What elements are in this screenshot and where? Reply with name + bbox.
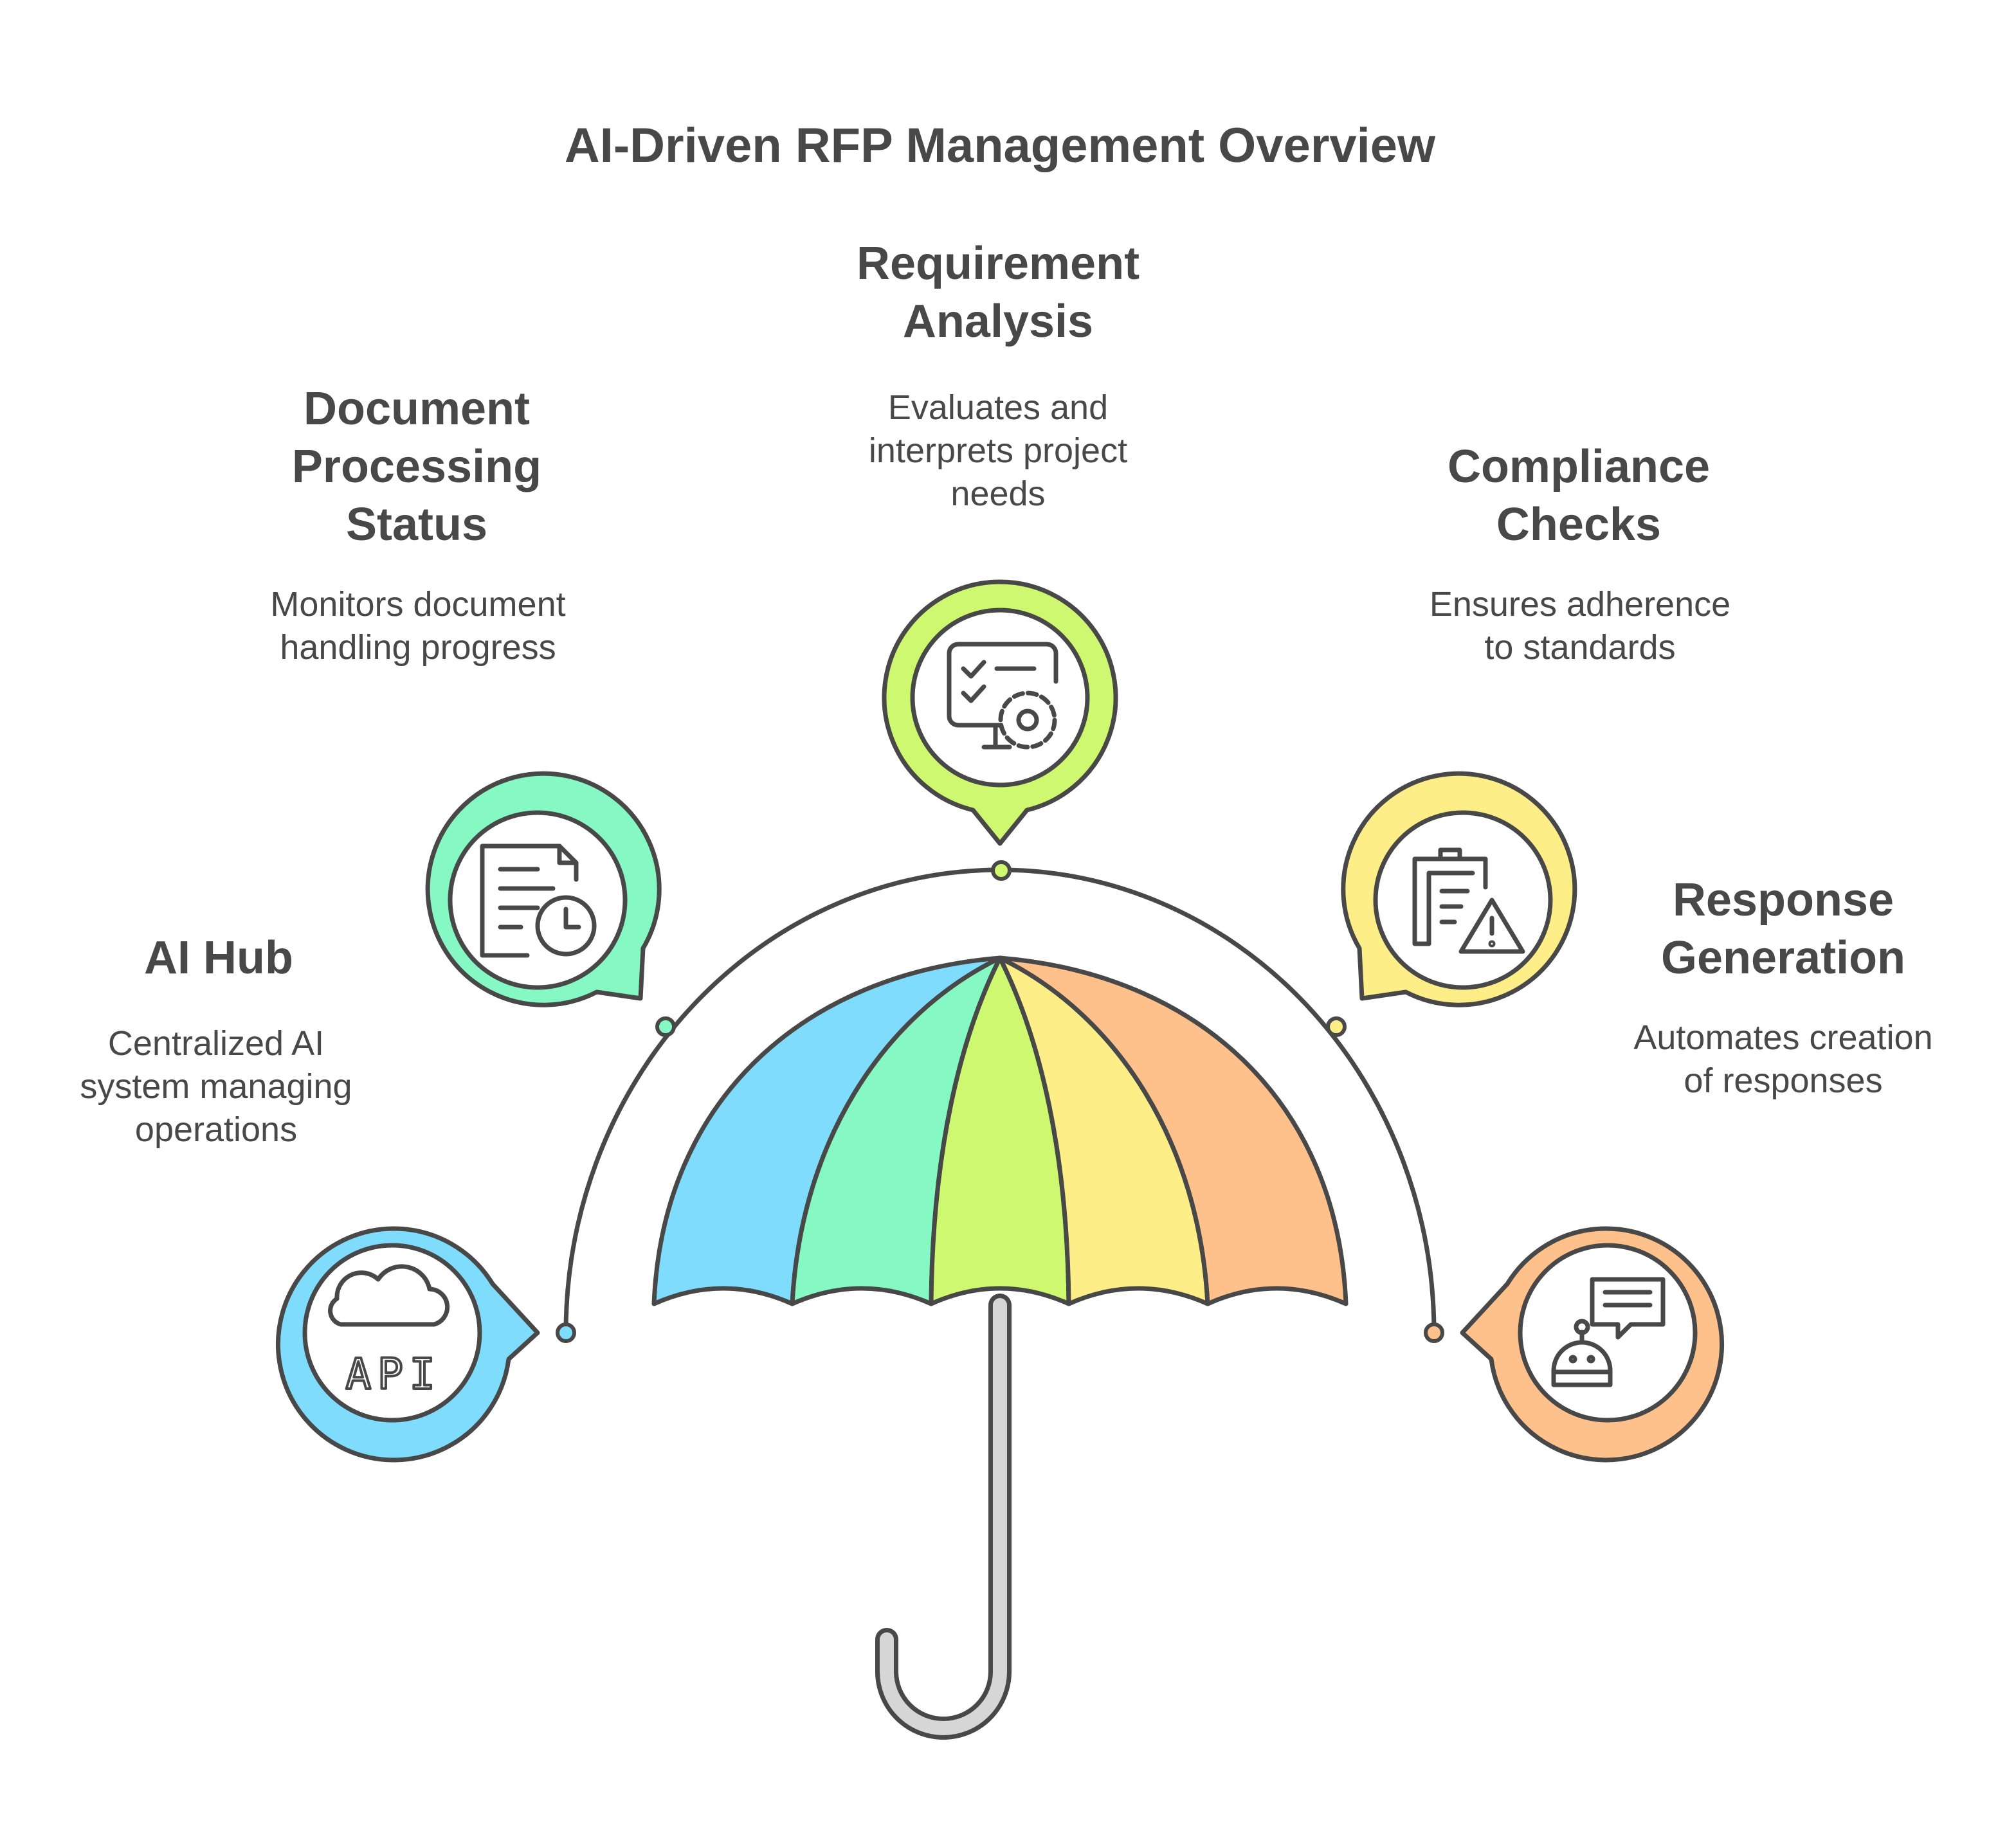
- marker-dot-response-generation: [1424, 1322, 1444, 1343]
- marker-dot-ai-hub: [556, 1322, 576, 1343]
- heading-line: Generation: [1661, 932, 1905, 984]
- robot-chat-icon: [1551, 1277, 1666, 1387]
- label-response-generation: Response Generation Automates creation o…: [1633, 874, 1932, 1100]
- document-clock-icon: [480, 843, 597, 958]
- description-line: Monitors document: [270, 585, 565, 624]
- heading-line: Compliance: [1448, 441, 1710, 492]
- description-line: handling progress: [280, 628, 556, 667]
- pin-requirement-analysis: [882, 579, 1118, 846]
- description-line: to standards: [1484, 628, 1675, 667]
- heading-line: Response: [1673, 874, 1894, 926]
- pin-response-generation: [1460, 1226, 1725, 1463]
- heading-line: AI Hub: [144, 932, 293, 984]
- description-line: interprets project: [869, 431, 1127, 470]
- description-line: Evaluates and: [888, 388, 1108, 427]
- checklist-monitor-gear-icon: [947, 642, 1058, 750]
- label-requirement-analysis: Requirement Analysis Evaluates and inter…: [857, 238, 1140, 513]
- canopy-panel-response-generation: [997, 955, 1349, 1306]
- marker-dot-compliance-checks: [1326, 1016, 1347, 1037]
- clipboard-warning-icon: [1412, 847, 1525, 954]
- heading-line: Checks: [1496, 499, 1661, 550]
- api-icon-text: API: [345, 1349, 441, 1399]
- arc-markers: [556, 860, 1444, 1343]
- description-line: needs: [950, 474, 1045, 513]
- marker-dot-document-processing: [655, 1016, 676, 1037]
- heading-line: Analysis: [903, 296, 1093, 347]
- cloud-api-icon: API: [328, 1264, 450, 1400]
- pin-ai-hub: API: [275, 1226, 540, 1463]
- description-line: Ensures adherence: [1430, 585, 1730, 624]
- description-line: operations: [135, 1110, 297, 1149]
- description-line: of responses: [1684, 1061, 1882, 1100]
- marker-dot-requirement-analysis: [991, 860, 1012, 881]
- pin-document-processing: [425, 771, 662, 1007]
- label-ai-hub: AI Hub Centralized AI system managing op…: [80, 932, 352, 1149]
- label-compliance-checks: Compliance Checks Ensures adherence to s…: [1430, 441, 1730, 667]
- umbrella-handle: [875, 1294, 1012, 1740]
- heading-line: Processing: [292, 441, 541, 492]
- umbrella-canopy: [651, 955, 1349, 1306]
- label-document-processing: Document Processing Status Monitors docu…: [270, 383, 565, 667]
- description-line: Automates creation: [1633, 1018, 1932, 1057]
- heading-line: Status: [346, 499, 487, 550]
- diagram-title: AI-Driven RFP Management Overview: [565, 118, 1436, 173]
- description-line: system managing: [80, 1067, 352, 1106]
- heading-line: Document: [304, 383, 530, 435]
- pin-compliance-checks: [1341, 771, 1577, 1007]
- description-line: Centralized AI: [108, 1024, 324, 1063]
- heading-line: Requirement: [857, 238, 1140, 289]
